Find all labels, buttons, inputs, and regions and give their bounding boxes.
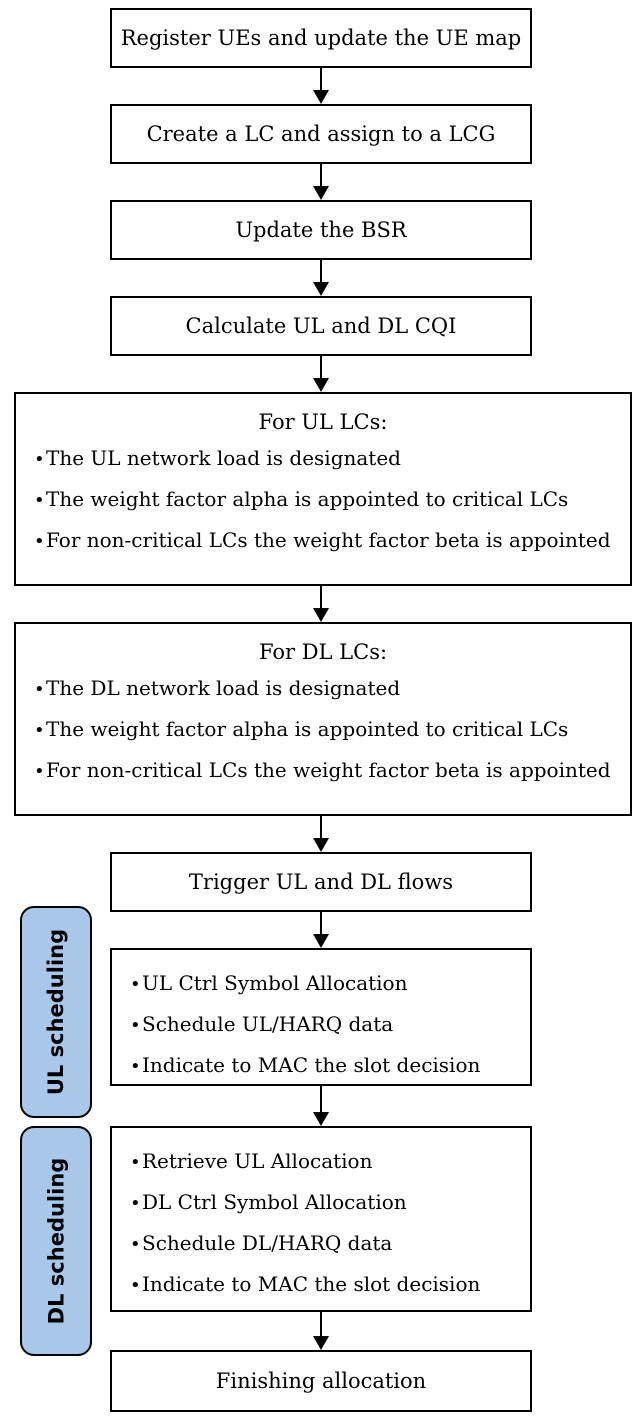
ul-lcs-item: •For non-critical LCs the weight factor … <box>34 528 611 552</box>
dl-sched-item: •Indicate to MAC the slot decision <box>130 1272 481 1296</box>
arrow-2 <box>313 164 329 200</box>
step-create-lc: Create a LC and assign to a LCG <box>110 104 532 164</box>
ul-sched-item: •Indicate to MAC the slot decision <box>130 1053 481 1077</box>
step-register-ues-text: Register UEs and update the UE map <box>120 26 522 50</box>
dl-lcs-item: •For non-critical LCs the weight factor … <box>34 758 611 782</box>
arrow-1 <box>313 68 329 104</box>
ul-lcs-title: For UL LCs: <box>258 410 388 434</box>
step-calc-cqi: Calculate UL and DL CQI <box>110 296 532 356</box>
dl-scheduling-label: DL scheduling <box>20 1126 92 1356</box>
dl-lcs-item: •The DL network load is designated <box>34 676 401 700</box>
step-finish-allocation: Finishing allocation <box>110 1350 532 1412</box>
arrow-6 <box>313 816 329 852</box>
ul-lcs-item: •The weight factor alpha is appointed to… <box>34 487 569 511</box>
arrow-5 <box>313 586 329 622</box>
step-calc-cqi-text: Calculate UL and DL CQI <box>185 314 457 338</box>
dl-sched-item: •Retrieve UL Allocation <box>130 1149 373 1173</box>
dl-sched-item: •DL Ctrl Symbol Allocation <box>130 1190 407 1214</box>
step-finish-allocation-text: Finishing allocation <box>215 1369 427 1393</box>
ul-sched-item: •Schedule UL/HARQ data <box>130 1012 394 1036</box>
dl-lcs-item: •The weight factor alpha is appointed to… <box>34 717 569 741</box>
arrow-8 <box>313 1086 329 1126</box>
step-update-bsr-text: Update the BSR <box>235 218 407 242</box>
ul-lcs-box: For UL LCs: •The UL network load is desi… <box>14 392 632 586</box>
step-update-bsr: Update the BSR <box>110 200 532 260</box>
step-trigger-flows: Trigger UL and DL flows <box>110 852 532 912</box>
ul-lcs-item: •The UL network load is designated <box>34 446 401 470</box>
arrow-3 <box>313 260 329 296</box>
step-trigger-flows-text: Trigger UL and DL flows <box>188 870 454 894</box>
dl-lcs-title: For DL LCs: <box>258 640 388 664</box>
arrow-9 <box>313 1312 329 1350</box>
ul-sched-item: •UL Ctrl Symbol Allocation <box>130 971 408 995</box>
dl-sched-item: •Schedule DL/HARQ data <box>130 1231 393 1255</box>
ul-scheduling-box: •UL Ctrl Symbol Allocation •Schedule UL/… <box>110 948 532 1086</box>
step-register-ues: Register UEs and update the UE map <box>110 8 532 68</box>
step-create-lc-text: Create a LC and assign to a LCG <box>146 122 496 146</box>
ul-scheduling-label: UL scheduling <box>20 906 92 1118</box>
dl-lcs-box: For DL LCs: •The DL network load is desi… <box>14 622 632 816</box>
arrow-7 <box>313 912 329 948</box>
arrow-4 <box>313 356 329 392</box>
dl-scheduling-box: •Retrieve UL Allocation •DL Ctrl Symbol … <box>110 1126 532 1312</box>
